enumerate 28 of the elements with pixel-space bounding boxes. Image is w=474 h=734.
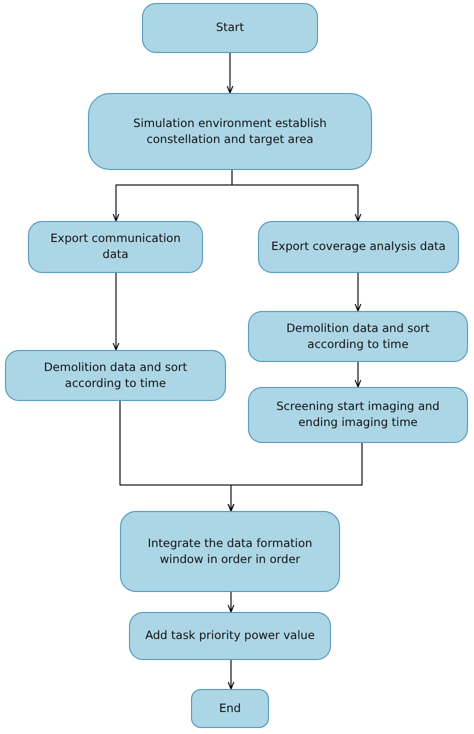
arrow bbox=[228, 660, 234, 690]
process-box bbox=[5, 350, 226, 401]
process-box bbox=[28, 221, 203, 273]
box-text: Integrate the data formation window in order in order bbox=[146, 536, 314, 568]
process-box bbox=[248, 387, 468, 443]
process-box bbox=[191, 689, 269, 728]
arrow bbox=[354, 362, 362, 388]
process-box bbox=[120, 511, 340, 592]
box-text: Simulation environment establish constellation and target area bbox=[132, 116, 328, 148]
arrow bbox=[226, 52, 234, 94]
arrow bbox=[112, 272, 120, 351]
process-box bbox=[248, 311, 468, 362]
arrow bbox=[228, 592, 234, 613]
box-text: Add task priority power value bbox=[145, 628, 315, 644]
box-text: Export coverage analysis data bbox=[271, 239, 446, 255]
process-box bbox=[142, 3, 318, 53]
box-text: Demolition data and sort according to time bbox=[285, 320, 431, 352]
box-text: End bbox=[219, 700, 241, 716]
arrow bbox=[228, 442, 362, 512]
box-text: Demolition data and sort according to time bbox=[42, 360, 188, 392]
process-box bbox=[88, 93, 372, 170]
arrow bbox=[354, 272, 362, 312]
box-text: Export communication data bbox=[49, 231, 182, 263]
box-text: Start bbox=[216, 20, 244, 36]
process-box bbox=[129, 612, 331, 660]
box-text: Screening start imaging and ending imaging time bbox=[275, 399, 441, 431]
process-box bbox=[258, 221, 459, 273]
arrow bbox=[232, 170, 362, 222]
